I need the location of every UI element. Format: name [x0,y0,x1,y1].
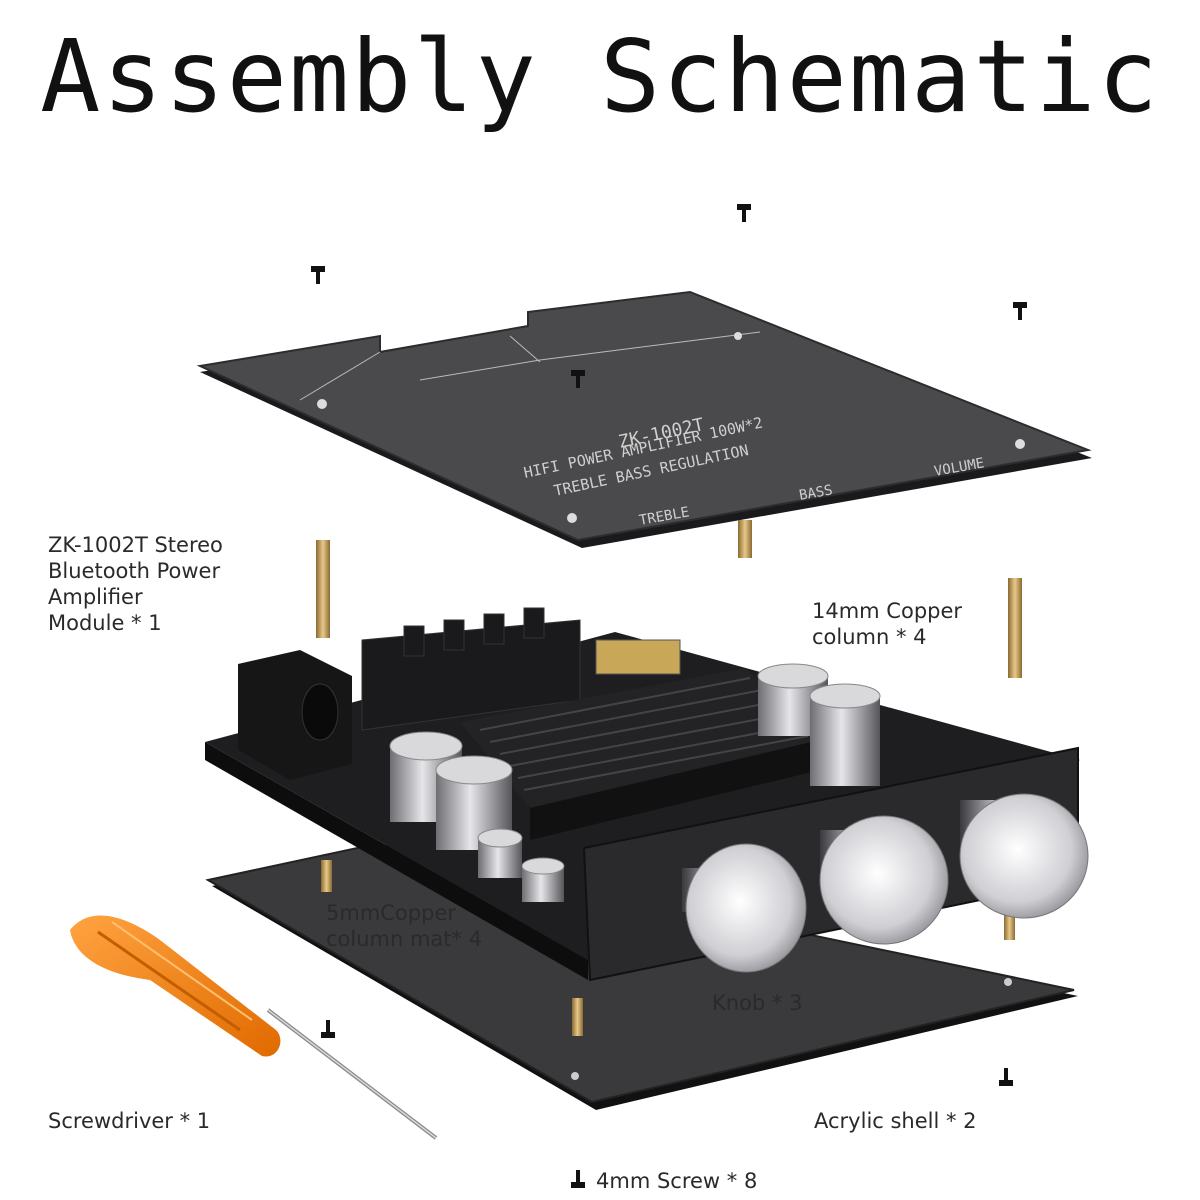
label-copper-5mm-line2: column mat* 4 [326,927,483,951]
label-module: ZK-1002T Stereo Bluetooth Power Amplifie… [48,532,223,636]
screwdriver [70,915,438,1140]
bottom-screws [321,1020,1013,1188]
label-screwdriver: Screwdriver * 1 [48,1109,211,1133]
knob-treble [682,843,807,973]
label-knob: Knob * 3 [712,991,803,1015]
label-module-line3: Amplifier [48,585,143,609]
bottom-acrylic-shell [205,842,1078,1110]
top-screws [311,204,1027,388]
label-module-line4: Module * 1 [48,611,162,635]
label-module-line1: ZK-1002T Stereo [48,533,223,557]
label-acrylic-shell: Acrylic shell * 2 [814,1109,977,1133]
label-copper-14mm-line2: column * 4 [812,625,927,649]
knob-volume [959,793,1089,919]
shell-bass-text: BASS [798,482,834,504]
knobs [682,793,1089,973]
knob-bass [819,815,949,945]
page-title: Assembly Schematic [40,18,1160,135]
label-screw: 4mm Screw * 8 [596,1169,758,1193]
label-copper-5mm-line1: 5mmCopper [326,901,456,925]
label-copper-5mm: 5mmCopper column mat* 4 [326,900,482,952]
label-copper-14mm-line1: 14mm Copper [812,599,963,623]
label-copper-14mm: 14mm Copper column * 4 [812,598,962,650]
label-module-line2: Bluetooth Power [48,559,221,583]
top-acrylic-shell: ZK-1002T HIFI POWER AMPLIFIER 100W*2 TRE… [196,290,1092,548]
copper-column-mats-5mm [321,860,1015,1036]
